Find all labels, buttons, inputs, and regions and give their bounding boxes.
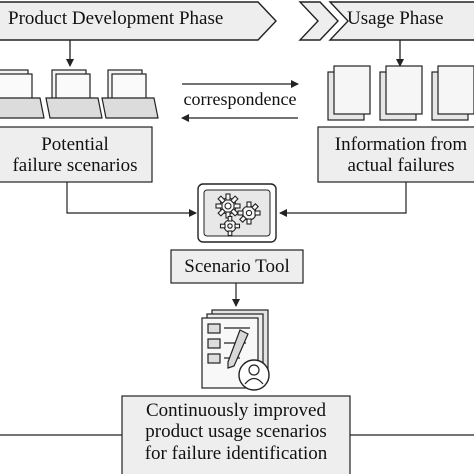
result-line3: for failure identification (144, 442, 328, 464)
potential-failure-line1: Potential (41, 134, 109, 155)
result-box (121, 395, 351, 474)
development-phase-label: Product Development Phase (8, 8, 224, 29)
tray-document-icon (0, 69, 159, 119)
actual-failures-line1: Information from (334, 134, 468, 155)
potential-failure-line2: failure scenarios (12, 155, 138, 177)
actual-failures-line2: actual failures (347, 155, 455, 177)
development-phase-chevron-tip (298, 1, 339, 41)
potential-failure-label: Potential failure scenarios (0, 134, 152, 177)
result-line2: product usage scenarios (145, 421, 327, 443)
development-phase-banner (0, 1, 277, 41)
connector-potential-to-tool (66, 182, 197, 217)
actual-failures-label: Information from actual failures (318, 134, 474, 177)
scenario-tool-box (170, 249, 304, 284)
actual-failures-box (317, 126, 474, 183)
potential-failure-box (0, 126, 153, 183)
document-stack-user-icon (201, 309, 270, 391)
document-icon (327, 65, 474, 121)
scenario-tool-label: Scenario Tool (184, 256, 290, 277)
usage-phase-label: Usage Phase (347, 8, 444, 29)
correspondence-label: correspondence (183, 89, 297, 109)
connector-actual-to-tool (279, 182, 407, 217)
result-line1: Continuously improved (146, 400, 326, 421)
result-label: Continuously improved product usage scen… (122, 400, 350, 464)
gears-icon (215, 193, 261, 237)
usage-phase-banner (328, 1, 474, 41)
